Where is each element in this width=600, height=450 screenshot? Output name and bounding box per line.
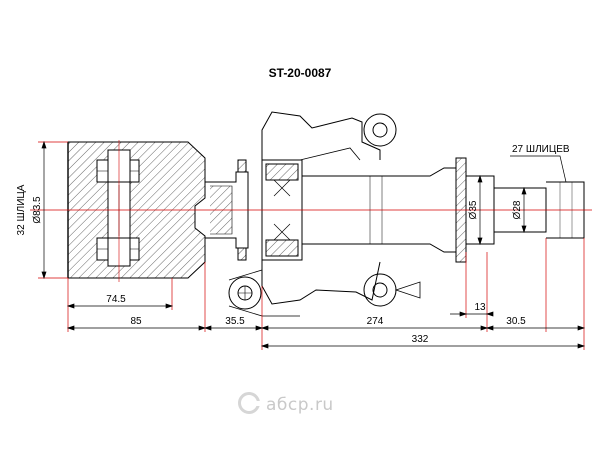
label-inner-splines: 32 ШЛИЦА (16, 184, 27, 235)
label-dia-28: Ø28 (512, 200, 523, 219)
dim-13: 13 (474, 302, 486, 313)
dim-35-5: 35.5 (225, 316, 245, 327)
dimension-lines (41, 140, 586, 349)
label-dia-35: Ø35 (468, 200, 479, 219)
part-number-title: ST-20-0087 (268, 66, 332, 80)
dim-85: 85 (130, 316, 142, 327)
dim-30-5: 30.5 (506, 316, 526, 327)
label-outer-splines: 27 ШЛИЦЕВ (512, 144, 570, 155)
extension-lines (38, 141, 585, 350)
watermark: aбcp.ru (238, 392, 334, 415)
dim-332: 332 (412, 334, 429, 345)
label-outer-diameter: Ø83.5 (32, 196, 43, 224)
dim-74-5: 74.5 (106, 294, 126, 305)
watermark-text: aбcp.ru (266, 395, 334, 415)
dim-274: 274 (367, 316, 384, 327)
abcp-logo-icon (238, 392, 261, 414)
support-bracket (228, 111, 421, 317)
